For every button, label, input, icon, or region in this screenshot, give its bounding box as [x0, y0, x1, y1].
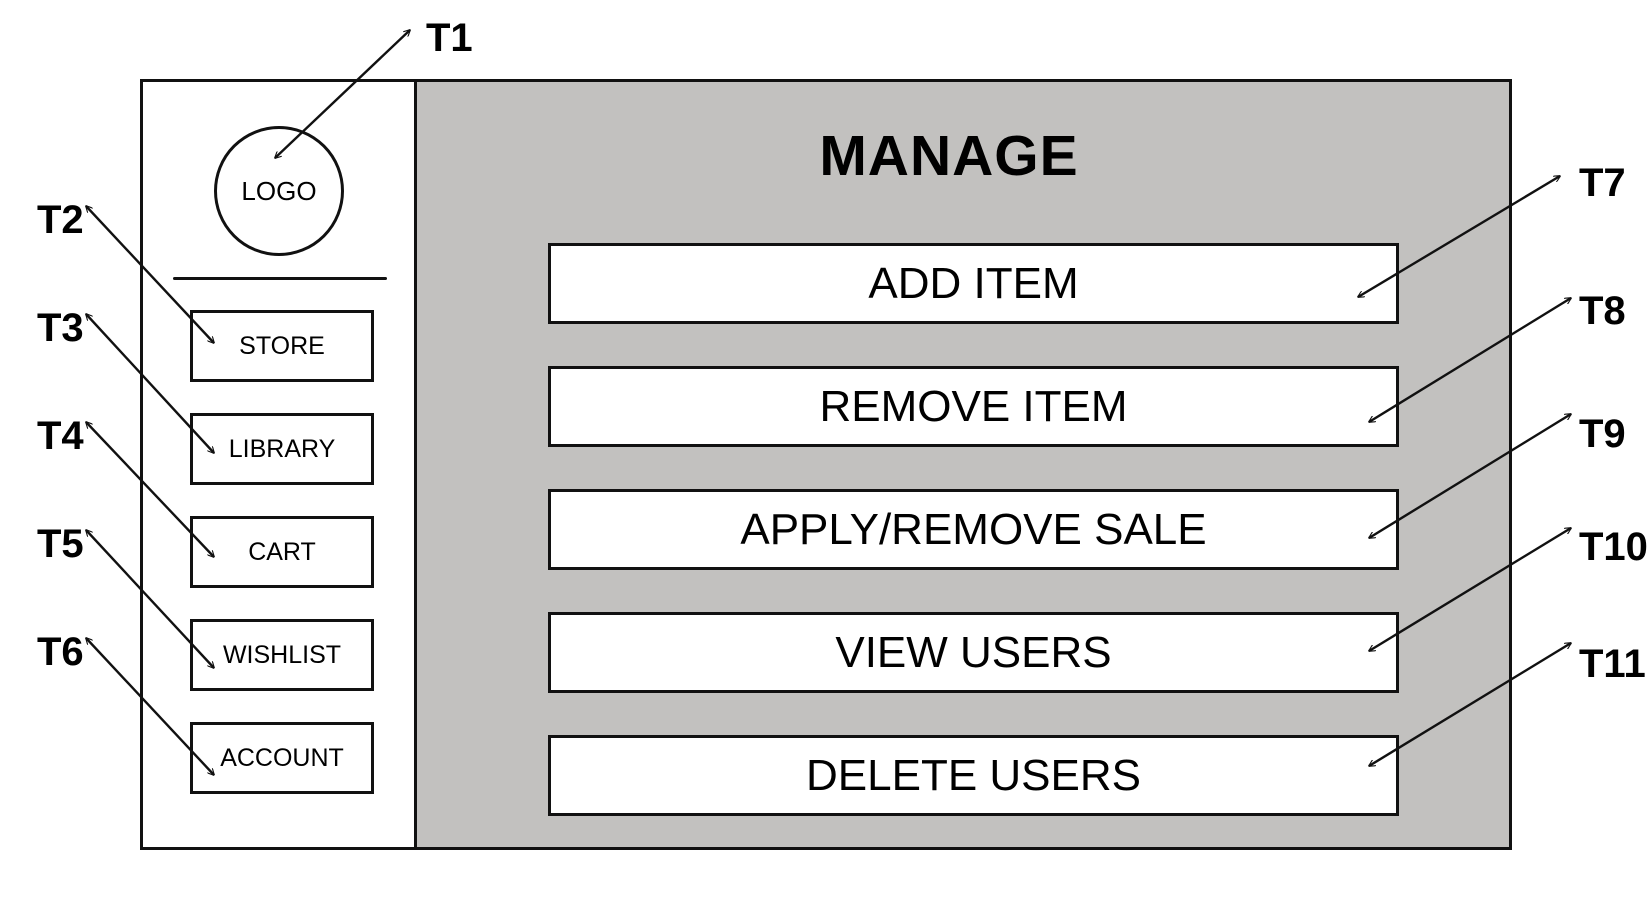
sidebar-item-label: WISHLIST — [222, 640, 342, 669]
callout-label-t2: T2 — [37, 198, 84, 242]
button-label: VIEW USERS — [835, 627, 1112, 677]
sidebar-item-library[interactable]: LIBRARY — [190, 413, 374, 485]
logo[interactable]: LOGO — [214, 126, 344, 256]
button-label: DELETE USERS — [806, 750, 1141, 800]
sidebar-item-label: ACCOUNT — [220, 743, 344, 772]
logo-label: LOGO — [241, 175, 317, 206]
add-item-button[interactable]: ADD ITEM — [548, 243, 1399, 324]
callout-label-t11: T11 — [1579, 642, 1646, 686]
callout-label-t7: T7 — [1579, 161, 1626, 205]
wireframe-frame: LOGO STORE LIBRARY CART WISHLIST ACCOUNT… — [140, 79, 1512, 850]
sidebar-item-label: CART — [248, 537, 316, 566]
sidebar-item-wishlist[interactable]: WISHLIST — [190, 619, 374, 691]
button-label: REMOVE ITEM — [819, 381, 1128, 431]
callout-label-t8: T8 — [1579, 289, 1626, 333]
callout-label-t9: T9 — [1579, 412, 1626, 456]
callout-label-t4: T4 — [37, 414, 84, 458]
callout-label-t1: T1 — [426, 16, 473, 60]
sidebar-item-label: STORE — [239, 331, 325, 360]
delete-users-button[interactable]: DELETE USERS — [548, 735, 1399, 816]
callout-label-t5: T5 — [37, 522, 84, 566]
callout-label-t10: T10 — [1579, 525, 1648, 569]
button-label: APPLY/REMOVE SALE — [740, 504, 1207, 554]
callout-label-t3: T3 — [37, 306, 84, 350]
sidebar-item-account[interactable]: ACCOUNT — [190, 722, 374, 794]
apply-remove-sale-button[interactable]: APPLY/REMOVE SALE — [548, 489, 1399, 570]
view-users-button[interactable]: VIEW USERS — [548, 612, 1399, 693]
sidebar-divider — [173, 277, 387, 280]
sidebar-item-cart[interactable]: CART — [190, 516, 374, 588]
sidebar-item-store[interactable]: STORE — [190, 310, 374, 382]
main-panel: MANAGE ADD ITEM REMOVE ITEM APPLY/REMOVE… — [417, 82, 1509, 847]
page-title: MANAGE — [819, 124, 1079, 188]
sidebar-item-label: LIBRARY — [228, 434, 336, 463]
button-label: ADD ITEM — [868, 258, 1079, 308]
remove-item-button[interactable]: REMOVE ITEM — [548, 366, 1399, 447]
callout-label-t6: T6 — [37, 630, 84, 674]
sidebar: LOGO STORE LIBRARY CART WISHLIST ACCOUNT — [143, 82, 417, 847]
